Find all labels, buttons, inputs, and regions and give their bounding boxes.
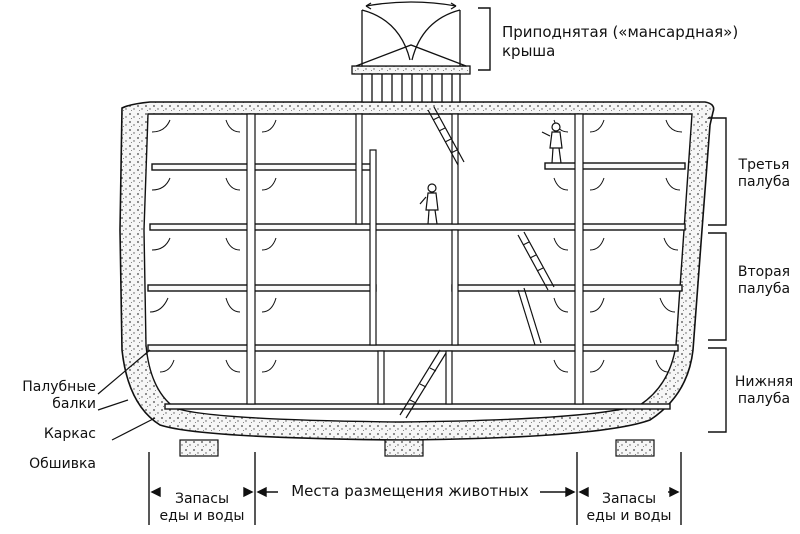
person-figure-right (541, 122, 563, 164)
raised-roof (351, 1, 471, 103)
label-raised-roof: Приподнятая («мансардная») крыша (502, 23, 738, 61)
hull-frame (143, 113, 693, 423)
label-third-deck: Третья палуба (728, 157, 800, 191)
label-supplies-left-line1: Запасы (174, 491, 230, 507)
label-deck-beams-line1: Палубные (22, 379, 96, 395)
label-supplies-right: Запасы еды и воды (577, 491, 681, 525)
label-raised-roof-line2: крыша (502, 42, 556, 60)
label-supplies-left-line2: еды и воды (159, 508, 245, 524)
ladders (399, 106, 555, 419)
bottom-dimension-lines (148, 452, 682, 525)
label-lower-deck-line1: Нижняя (734, 374, 794, 390)
label-raised-roof-line1: Приподнятая («мансардная») (502, 23, 739, 41)
label-supplies-right-line2: еды и воды (586, 508, 672, 524)
person-figure-left (419, 183, 439, 225)
keel-block-right (615, 439, 655, 457)
label-frame: Каркас (43, 426, 96, 442)
label-second-deck: Вторая палуба (728, 264, 800, 298)
label-deck-beams-line2: балки (52, 396, 96, 412)
knee-brackets (149, 119, 683, 373)
label-third-deck-line2: палуба (737, 174, 791, 190)
left-leader-lines (97, 349, 156, 441)
deck-lines (147, 162, 686, 410)
deck-range-brackets (708, 117, 727, 433)
ladder-rungs (409, 116, 544, 404)
label-supplies-right-line1: Запасы (601, 491, 657, 507)
roof-leader-line (478, 7, 491, 71)
label-third-deck-line1: Третья (738, 157, 790, 173)
label-lower-deck: Нижняя палуба (728, 374, 800, 408)
label-second-deck-line2: палуба (737, 281, 791, 297)
label-supplies-left: Запасы еды и воды (149, 491, 255, 525)
label-deck-beams: Палубные балки (0, 379, 96, 413)
keel-block-center (384, 439, 424, 457)
support-posts (246, 113, 584, 405)
label-planking: Обшивка (29, 456, 96, 472)
keel-block-left (179, 439, 219, 457)
label-animal-quarters: Места размещения животных (291, 482, 529, 500)
label-second-deck-line1: Вторая (737, 264, 791, 280)
label-lower-deck-line2: палуба (737, 391, 791, 407)
